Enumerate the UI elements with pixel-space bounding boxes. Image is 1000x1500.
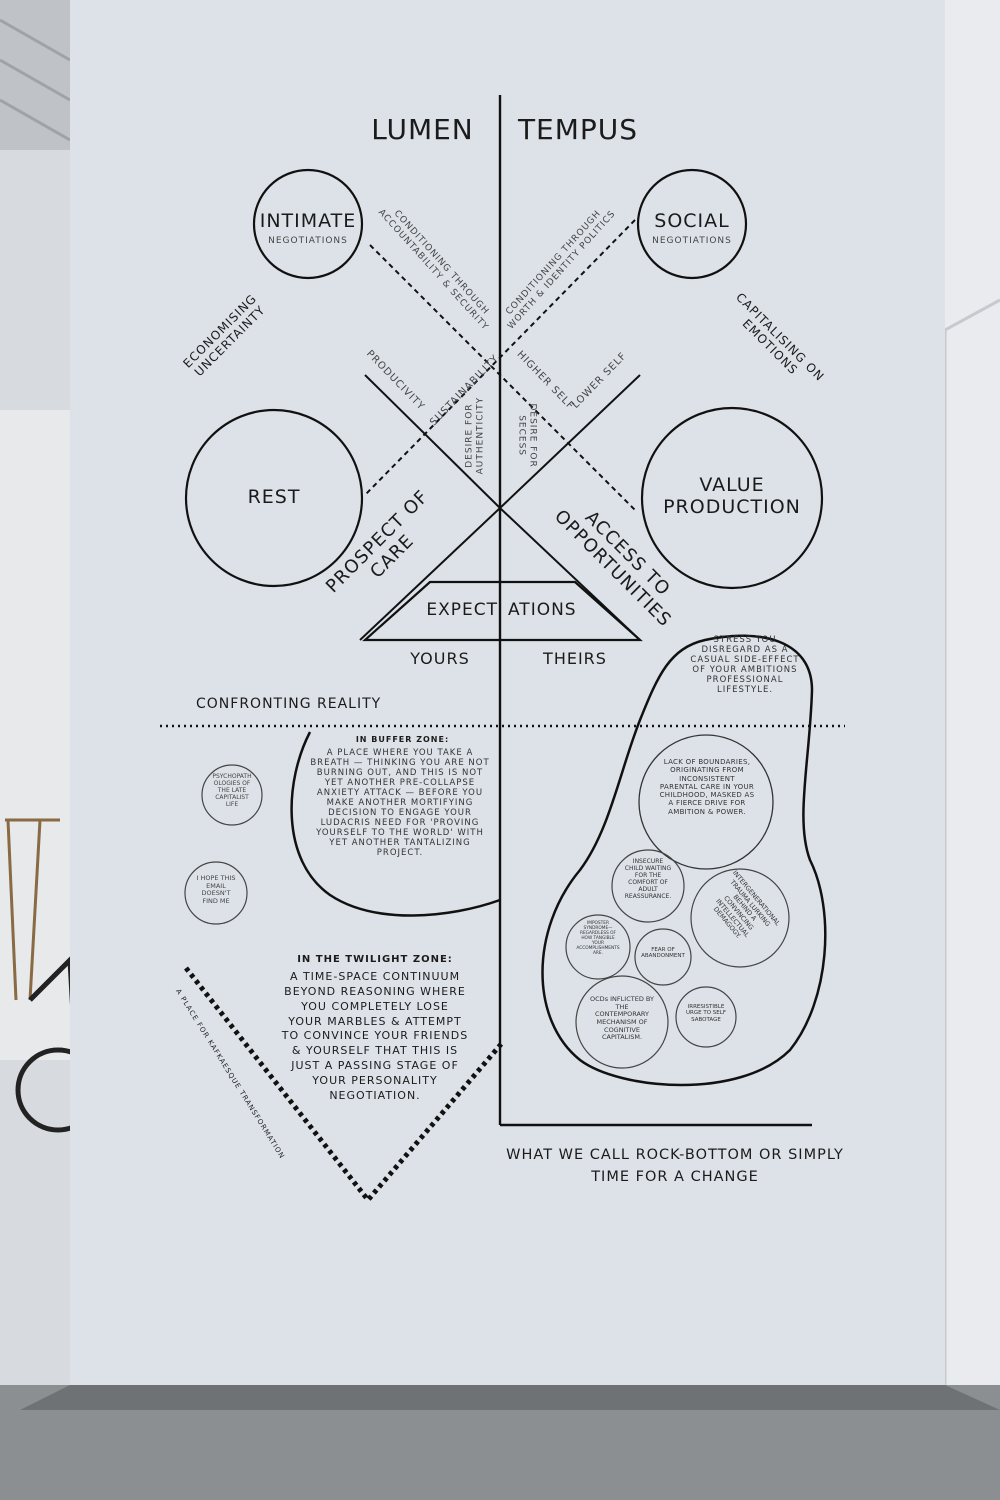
abandonment-circle [634, 928, 692, 986]
solid-diagonal-left [364, 374, 501, 509]
desire-secess-label: DESIRE FOR SECESS [517, 403, 538, 468]
rest-circle [184, 408, 364, 588]
sabotage-circle [675, 986, 737, 1048]
diagram-lines [160, 95, 845, 1204]
rock-bottom-text: WHAT WE CALL ROCK-BOTTOM OR SIMPLY TIME … [506, 1147, 844, 1185]
intimate-title: INTIMATE [259, 210, 357, 232]
dash-diagonal-right [364, 219, 636, 496]
email-circle [184, 861, 248, 925]
baseboard-shadow [20, 1385, 1000, 1410]
social-circle [636, 168, 748, 280]
boundaries-circle [638, 734, 774, 870]
stress-blob [541, 634, 827, 1087]
theirs-label: THEIRS [543, 649, 607, 668]
lower-diagonal-left [359, 507, 501, 641]
twilight-body: A TIME-SPACE CONTINUUM BEYOND REASONING … [281, 970, 469, 1102]
buffer-title: IN BUFFER ZONE: [355, 735, 450, 744]
social-title: SOCIAL [654, 210, 730, 232]
twilight-title: IN THE TWILIGHT ZONE: [297, 954, 453, 965]
expectations-triangle [362, 580, 643, 642]
ceiling-pipes [0, 18, 71, 142]
email-text: I HOPE THIS EMAIL DOESN'T FIND ME [196, 874, 236, 905]
expect-label: EXPECT [426, 600, 498, 620]
title-lumen: LUMEN [371, 113, 474, 146]
abandonment-text: FEAR OF ABANDONMENT [641, 947, 685, 960]
shelf-rack [5, 818, 60, 1001]
buffer-body: A PLACE WHERE YOU TAKE A BREATH — THINKI… [310, 748, 490, 859]
intergen-circle [690, 868, 790, 968]
value-production-label: VALUE PRODUCTION [663, 474, 801, 519]
imposter-text: IMPOSTER SYNDROME— REGARDLESS OF HOW TAN… [576, 921, 620, 957]
desire-authenticity-label: DESIRE FOR AUTHENTICITY [464, 396, 485, 475]
social-sub: NEGOTIATIONS [652, 236, 732, 246]
insecure-text: INSECURE CHILD WAITING FOR THE COMFORT O… [624, 858, 672, 901]
ocd-text: OCDs INFLICTED BY THE CONTEMPORARY MECHA… [590, 995, 654, 1042]
ceiling [0, 0, 75, 150]
boundaries-text: LACK OF BOUNDARIES, ORIGINATING FROM INC… [659, 758, 755, 816]
intimate-circle [252, 168, 364, 280]
twilight-v [184, 966, 504, 1204]
stress-text: STRESS YOU DISREGARD AS A CASUAL SIDE-EF… [690, 635, 800, 696]
ations-label: ATIONS [508, 600, 577, 620]
rest-label: REST [247, 486, 301, 508]
value-circle [640, 406, 824, 590]
yours-label: YOURS [410, 649, 470, 668]
sabotage-text: IRRESISTIBLE URGE TO SELF SABOTAGE [686, 1004, 726, 1023]
buffer-zone-shape [290, 731, 501, 917]
psychopath-circle [201, 764, 263, 826]
psychopath-text: PSYCHOPATH OLOGIES OF THE LATE CAPITALIS… [212, 773, 252, 809]
insecure-circle [611, 849, 685, 923]
intimate-sub: NEGOTIATIONS [268, 236, 348, 246]
confronting-reality-label: CONFRONTING REALITY [196, 696, 382, 712]
imposter-circle [565, 914, 631, 980]
right-wall [945, 0, 1000, 1385]
ocd-circle [575, 975, 669, 1069]
solid-diagonal-right [499, 374, 641, 509]
left-room-wall [0, 410, 75, 1060]
title-tempus: TEMPUS [517, 113, 639, 146]
